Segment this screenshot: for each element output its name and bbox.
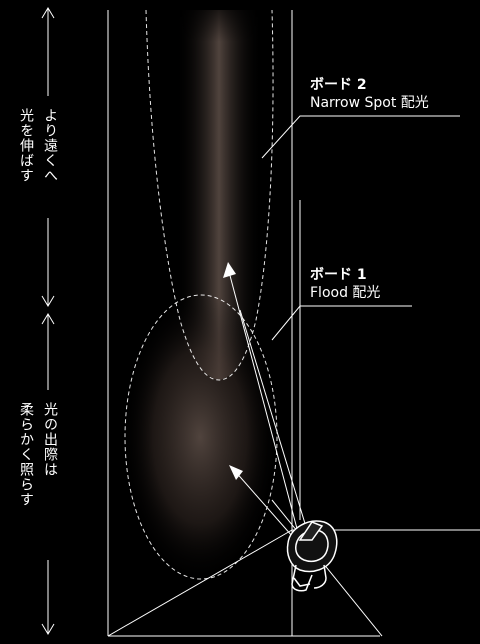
lower-range-label-line2: 柔らかく照らす <box>18 402 34 507</box>
beam-outlines <box>124 9 278 580</box>
board1-description: Flood 配光 <box>310 285 381 301</box>
board1-callout: ボード 1 Flood 配光 <box>310 266 380 302</box>
light-fixture-icon <box>286 520 338 592</box>
lower-range-arrow-top <box>41 313 55 325</box>
spot-ray-2 <box>239 309 311 541</box>
board1-title: ボード 1 <box>310 267 367 283</box>
narrow-spot-outline <box>145 9 274 381</box>
spot-ray-1 <box>227 267 301 541</box>
dimension-arrows <box>41 7 55 635</box>
lower-range-arrow-bottom <box>41 623 55 635</box>
board2-leader <box>261 115 460 159</box>
flood-ray <box>233 469 301 546</box>
board2-callout: ボード 2 Narrow Spot 配光 <box>310 76 429 112</box>
upper-range-label-line1: より遠くへ <box>42 108 58 183</box>
lower-range-label-line1: 光の出際は <box>42 402 58 477</box>
light-rays <box>227 267 311 546</box>
upper-range-arrow-top <box>41 7 55 19</box>
floor-diagonal <box>107 529 293 637</box>
callout-leaders <box>261 115 460 341</box>
narrow-spot-top-fade <box>170 0 270 120</box>
flood-arrow-head <box>229 465 243 480</box>
room-lines <box>107 10 480 637</box>
board1-leader <box>271 305 412 341</box>
flood-outline <box>124 294 278 580</box>
upper-range-label-line2: 光を伸ばす <box>18 108 34 183</box>
board2-title: ボード 2 <box>310 77 367 93</box>
spot-arrow-head <box>223 262 236 278</box>
floor-right-edge <box>271 499 383 637</box>
flood-glow <box>122 292 278 582</box>
upper-range-arrow-bottom <box>41 295 55 307</box>
board2-description: Narrow Spot 配光 <box>310 95 429 111</box>
